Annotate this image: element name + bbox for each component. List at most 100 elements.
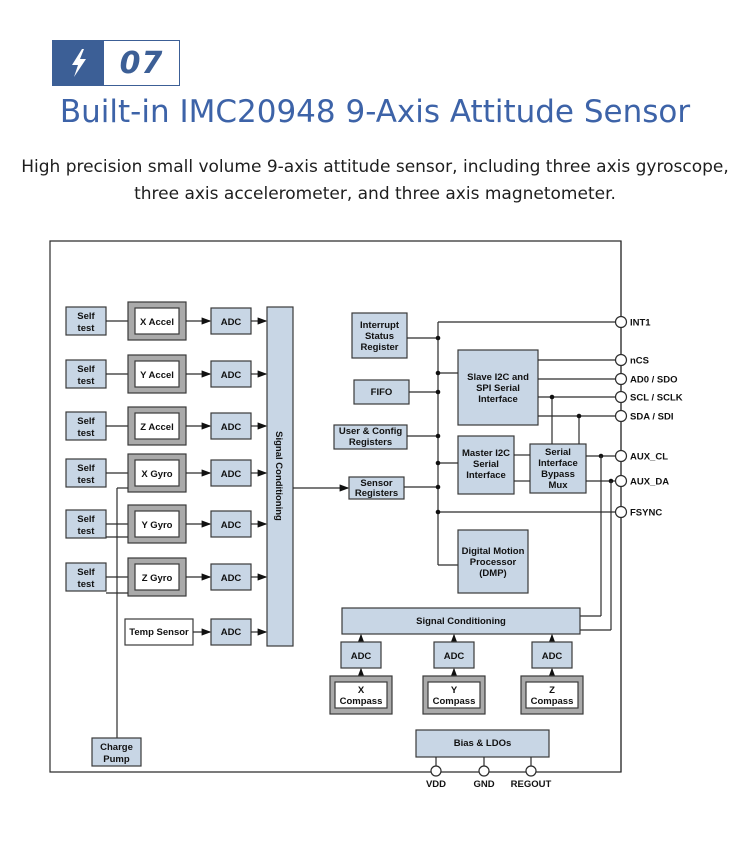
svg-text:Sensor: Sensor bbox=[360, 478, 393, 489]
svg-text:Registers: Registers bbox=[355, 488, 398, 499]
svg-text:AUX_DA: AUX_DA bbox=[630, 477, 669, 488]
svg-text:ADC: ADC bbox=[221, 573, 242, 584]
adc-block: ADC bbox=[210, 412, 252, 440]
svg-text:ADC: ADC bbox=[221, 520, 242, 531]
svg-text:Z Accel: Z Accel bbox=[140, 422, 173, 433]
svg-text:ADC: ADC bbox=[221, 370, 242, 381]
svg-text:nCS: nCS bbox=[630, 356, 649, 367]
signal-conditioning-horizontal: Signal Conditioning bbox=[341, 607, 581, 635]
lightning-bolt-icon bbox=[53, 41, 104, 85]
compass-adc-block: ADC bbox=[531, 641, 573, 669]
page-subtitle: High precision small volume 9-axis attit… bbox=[21, 157, 729, 204]
svg-text:Bypass: Bypass bbox=[541, 469, 575, 480]
temp-adc-block: ADC bbox=[210, 618, 252, 646]
svg-text:test: test bbox=[78, 579, 96, 590]
svg-text:test: test bbox=[78, 376, 96, 387]
svg-text:SPI Serial: SPI Serial bbox=[476, 383, 520, 394]
svg-text:Compass: Compass bbox=[433, 696, 476, 707]
temp-sensor-block: Temp Sensor bbox=[124, 618, 194, 646]
slave-i2c-spi-interface: Slave I2C and SPI Serial Interface bbox=[457, 349, 539, 426]
svg-text:VDD: VDD bbox=[426, 779, 446, 790]
interrupt-status-register: Interrupt Status Register bbox=[351, 312, 408, 359]
compass-adc-block: ADC bbox=[340, 641, 382, 669]
svg-text:ADC: ADC bbox=[221, 627, 242, 638]
adc-block: ADC bbox=[210, 360, 252, 388]
svg-text:Interface: Interface bbox=[478, 394, 518, 405]
svg-text:ADC: ADC bbox=[221, 469, 242, 480]
svg-text:ADC: ADC bbox=[444, 651, 465, 662]
svg-text:Registers: Registers bbox=[349, 437, 392, 448]
power-pin: REGOUT bbox=[511, 757, 552, 790]
svg-text:X: X bbox=[358, 685, 365, 696]
io-pin: INT1 bbox=[614, 315, 651, 329]
master-i2c-interface: Master I2C Serial Interface bbox=[457, 435, 515, 495]
svg-text:Y Accel: Y Accel bbox=[140, 370, 174, 381]
svg-text:Pump: Pump bbox=[103, 754, 130, 765]
io-pin: AUX_CL bbox=[614, 449, 668, 463]
svg-text:test: test bbox=[78, 475, 96, 486]
page-title: Built-in IMC20948 9-Axis Attitude Sensor bbox=[59, 94, 691, 130]
svg-text:Serial: Serial bbox=[473, 459, 499, 470]
svg-text:Temp Sensor: Temp Sensor bbox=[129, 627, 189, 638]
svg-text:SDA / SDI: SDA / SDI bbox=[630, 412, 673, 423]
svg-text:Interface: Interface bbox=[538, 458, 578, 469]
compass-adc-block: ADC bbox=[433, 641, 475, 669]
svg-text:FSYNC: FSYNC bbox=[630, 508, 662, 519]
io-pin: nCS bbox=[614, 353, 649, 367]
section-number: 07 bbox=[119, 45, 164, 81]
svg-text:GND: GND bbox=[473, 779, 494, 790]
sensor-block: Y Accel bbox=[127, 354, 187, 394]
svg-text:Y Gyro: Y Gyro bbox=[142, 520, 173, 531]
io-pin: FSYNC bbox=[614, 505, 662, 519]
svg-text:AD0 / SDO: AD0 / SDO bbox=[630, 375, 678, 386]
io-pin: AD0 / SDO bbox=[614, 372, 678, 386]
svg-text:test: test bbox=[78, 526, 96, 537]
serial-interface-bypass-mux: Serial Interface Bypass Mux bbox=[529, 443, 587, 494]
user-config-registers: User & Config Registers bbox=[333, 424, 408, 450]
svg-text:Signal Conditioning: Signal Conditioning bbox=[273, 431, 284, 521]
adc-block: ADC bbox=[210, 563, 252, 591]
svg-text:Y: Y bbox=[451, 685, 458, 696]
svg-text:Bias & LDOs: Bias & LDOs bbox=[454, 738, 512, 749]
svg-text:Z: Z bbox=[549, 685, 555, 696]
svg-text:X Gyro: X Gyro bbox=[141, 469, 172, 480]
digital-motion-processor: Digital Motion Processor (DMP) bbox=[457, 529, 529, 594]
bias-ldos-block: Bias & LDOs bbox=[415, 729, 550, 758]
svg-text:Self: Self bbox=[77, 311, 95, 322]
svg-text:X Accel: X Accel bbox=[140, 317, 174, 328]
sensor-block: X Gyro bbox=[127, 453, 187, 493]
svg-text:Charge: Charge bbox=[100, 742, 133, 753]
svg-text:Digital Motion: Digital Motion bbox=[462, 546, 525, 557]
svg-text:AUX_CL: AUX_CL bbox=[630, 452, 668, 463]
svg-text:ADC: ADC bbox=[351, 651, 372, 662]
svg-text:Self: Self bbox=[77, 416, 95, 427]
svg-text:Interface: Interface bbox=[466, 470, 506, 481]
svg-text:Compass: Compass bbox=[340, 696, 383, 707]
svg-text:Mux: Mux bbox=[549, 480, 569, 491]
svg-text:Master I2C: Master I2C bbox=[462, 448, 510, 459]
svg-text:Self: Self bbox=[77, 567, 95, 578]
svg-text:Processor: Processor bbox=[470, 557, 517, 568]
signal-conditioning-vertical: Signal Conditioning bbox=[266, 306, 294, 647]
sensor-block: Z Accel bbox=[127, 406, 187, 446]
section-badge: 07 bbox=[52, 40, 180, 86]
svg-text:test: test bbox=[78, 428, 96, 439]
svg-text:Signal Conditioning: Signal Conditioning bbox=[416, 616, 506, 627]
svg-text:ADC: ADC bbox=[542, 651, 563, 662]
svg-text:(DMP): (DMP) bbox=[479, 568, 506, 579]
